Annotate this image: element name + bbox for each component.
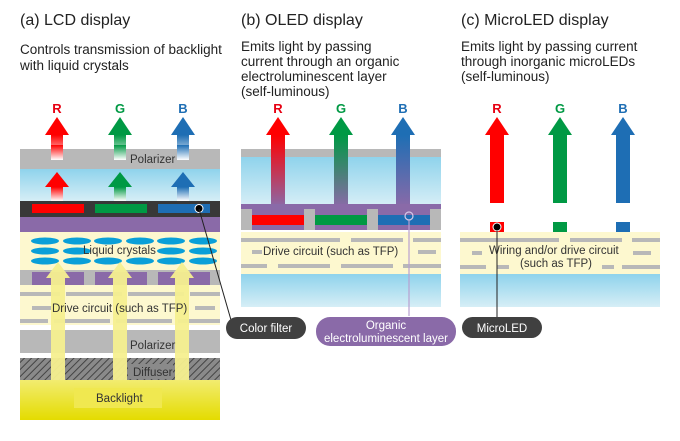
- organic-callout-line-2: electroluminescent layer: [324, 333, 448, 345]
- microled-marker: [492, 222, 502, 232]
- oled-emitter-b: [378, 215, 430, 225]
- lcd-drive-circuit-label: Drive circuit (such as TFP): [52, 303, 187, 315]
- microled-title: (c) MicroLED display: [461, 12, 609, 29]
- lcd-backlight-arrows: [46, 262, 194, 380]
- lcd-label-b: B: [178, 101, 187, 116]
- microled-callout-label: MicroLED: [477, 323, 527, 335]
- microled-label-g: G: [555, 101, 565, 116]
- lcd-color-filter-marker: [194, 204, 204, 213]
- panel-microled: (c) MicroLED display Emits light by pass…: [460, 12, 660, 338]
- oled-description-line-2: current through an organic: [241, 54, 400, 69]
- microled-substrate: [460, 274, 660, 307]
- microled-callout: MicroLED: [462, 317, 542, 338]
- microled-arrow-b: [611, 117, 635, 203]
- lcd-backlight-label: Backlight: [96, 393, 143, 405]
- panel-lcd: (a) LCD display Controls transmission of…: [19, 12, 306, 420]
- oled-drive-circuit-label: Drive circuit (such as TFP): [263, 246, 398, 258]
- microled-label-r: R: [492, 101, 502, 116]
- lcd-liquid-crystals-label: Liquid crystals: [83, 245, 156, 257]
- lcd-liquid-crystals: [31, 237, 217, 265]
- lcd-polarizer-bottom-label: Polarizer: [130, 340, 176, 352]
- oled-emitter-r: [252, 215, 304, 225]
- lcd-diffuser-label: Diffuser: [133, 367, 173, 379]
- organic-layer-callout: Organic electroluminescent layer: [316, 317, 456, 346]
- microled-chip-b: [616, 222, 630, 232]
- microled-arrow-g: [548, 117, 572, 203]
- microled-description-line-2: through inorganic microLEDs: [461, 54, 635, 69]
- lcd-label-g: G: [115, 101, 125, 116]
- lcd-description-line-1: Controls transmission of backlight: [20, 42, 222, 57]
- microled-description-line-3: (self-luminous): [461, 69, 550, 84]
- microled-label-b: B: [618, 101, 627, 116]
- oled-description-line-1: Emits light by passing: [241, 39, 372, 54]
- oled-arrow-g: [329, 117, 353, 207]
- microled-arrow-r: [485, 117, 509, 203]
- lcd-color-filter-g: [95, 204, 147, 213]
- lcd-title: (a) LCD display: [20, 12, 130, 29]
- lcd-inner-arrow-r: [45, 172, 69, 201]
- lcd-electrode-layer: [20, 217, 220, 232]
- oled-description-line-4: (self-luminous): [241, 84, 330, 99]
- microled-drive-circuit-label-line-2: (such as TFP): [520, 258, 592, 270]
- oled-description-line-3: electroluminescent layer: [241, 69, 387, 84]
- lcd-inner-arrow-b: [171, 172, 195, 201]
- lcd-color-filter-b: [158, 204, 210, 213]
- oled-label-r: R: [273, 101, 283, 116]
- microled-description-line-1: Emits light by passing current: [461, 39, 638, 54]
- oled-title: (b) OLED display: [241, 12, 363, 29]
- microled-drive-circuit-label-line-1: Wiring and/or drive circuit: [489, 245, 620, 257]
- oled-emitter-g: [315, 215, 367, 225]
- lcd-callout-line: [198, 208, 232, 321]
- lcd-color-filter-r: [32, 204, 84, 213]
- microled-chip-g: [553, 222, 567, 232]
- oled-arrow-b: [391, 117, 415, 207]
- color-filter-callout-label: Color filter: [240, 323, 293, 335]
- lcd-polarizer-top-label: Polarizer: [130, 154, 176, 166]
- oled-substrate: [241, 274, 441, 307]
- color-filter-callout: Color filter: [226, 317, 306, 339]
- lcd-label-r: R: [52, 101, 62, 116]
- oled-label-b: B: [398, 101, 407, 116]
- organic-callout-line-1: Organic: [366, 320, 407, 332]
- lcd-description-line-2: with liquid crystals: [19, 58, 129, 73]
- panel-oled: (b) OLED display Emits light by passing …: [241, 12, 456, 346]
- oled-arrow-r: [266, 117, 290, 207]
- lcd-inner-arrow-g: [108, 172, 132, 201]
- oled-label-g: G: [336, 101, 346, 116]
